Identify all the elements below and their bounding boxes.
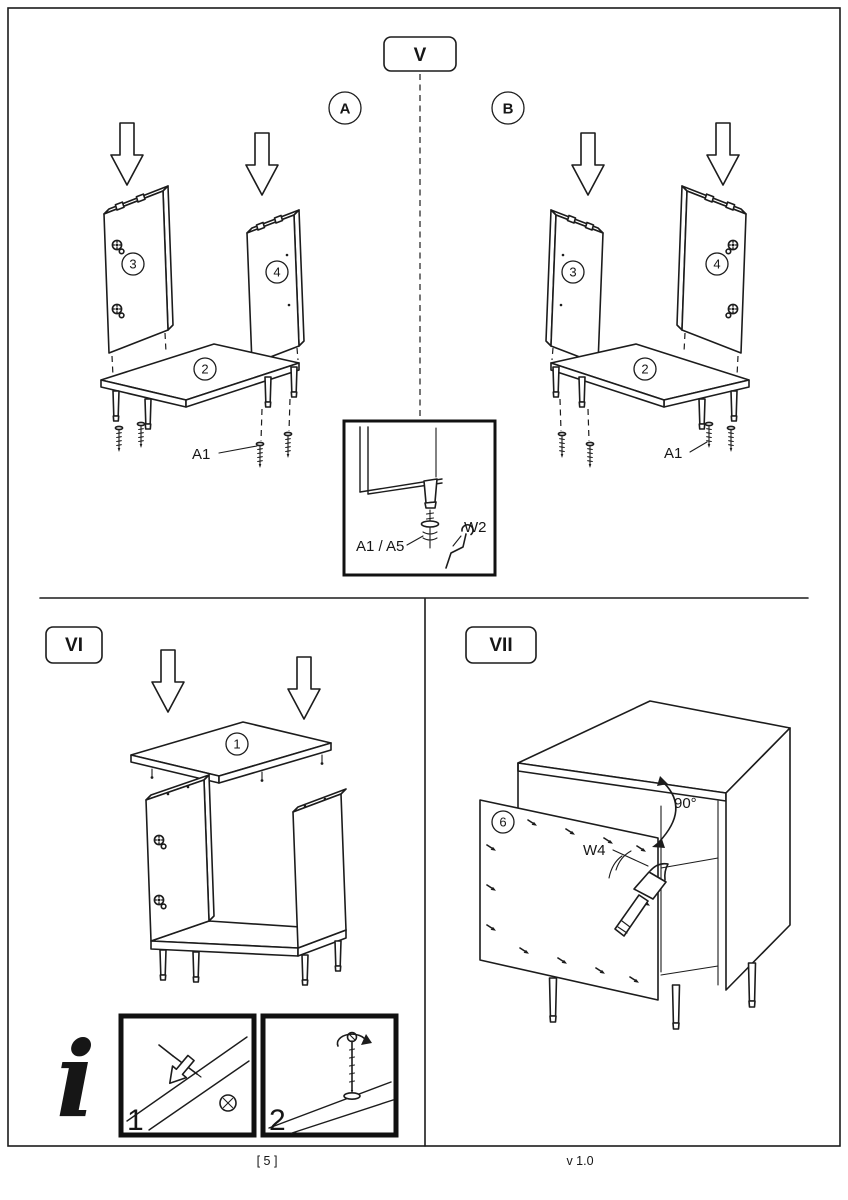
step-vii-section: VII 6 [465, 626, 791, 1030]
part-badge-2: 2 [641, 362, 648, 377]
detail-inset: A1 / A5 W2 [342, 419, 497, 577]
step-v-illustration-b: 3 4 2 A1 [546, 123, 749, 468]
step-vii-illustration: 6 90° W4 [479, 700, 791, 1030]
variant-b-label: B [503, 101, 514, 118]
step-v-label: V [414, 45, 427, 66]
part-badge-4: 4 [273, 265, 280, 280]
step-vii-label: VII [489, 635, 512, 656]
part-badge-3: 3 [129, 257, 136, 272]
part-badge-3: 3 [569, 265, 576, 280]
info-block: i 1 [56, 1013, 399, 1141]
part-badge-4: 4 [713, 257, 720, 272]
step-v-illustration-a: 3 4 2 A1 [101, 123, 304, 468]
tool-label-w4: W4 [583, 842, 606, 859]
version-label: v 1.0 [566, 1154, 593, 1168]
info-step-2: 2 [269, 1104, 286, 1137]
variant-a-badge [328, 91, 362, 125]
step-vi-box [45, 626, 103, 664]
hammer-icon [608, 850, 669, 937]
step-vi-illustration: 1 [130, 649, 347, 986]
part-badge-1: 1 [233, 737, 240, 752]
hardware-label-a1: A1 [192, 446, 210, 463]
step-vi-label: VI [65, 635, 83, 656]
page-number: [ 5 ] [257, 1154, 278, 1168]
part-badge-2: 2 [201, 362, 208, 377]
detail-tool-label: W2 [464, 519, 487, 536]
angle-label: 90° [674, 795, 697, 812]
part-badge-6: 6 [499, 815, 506, 830]
footer: [ 5 ] v 1.0 [257, 1154, 594, 1168]
step-v-box [383, 36, 457, 72]
step-vii-box [465, 626, 537, 664]
step-vi-section: VI 1 [45, 626, 399, 1141]
page-frame [7, 7, 841, 1147]
info-icon: i [56, 1018, 96, 1141]
variant-a-label: A [340, 101, 351, 118]
step-v-section: V A B 3 4 2 A1 3 4 2 A1 [101, 36, 749, 577]
info-box-1: 1 [118, 1013, 257, 1138]
info-box-2: 2 [260, 1013, 399, 1138]
variant-b-badge [491, 91, 525, 125]
detail-hardware-label: A1 / A5 [356, 538, 404, 555]
info-step-1: 1 [127, 1104, 144, 1137]
hardware-label-a1: A1 [664, 445, 682, 462]
